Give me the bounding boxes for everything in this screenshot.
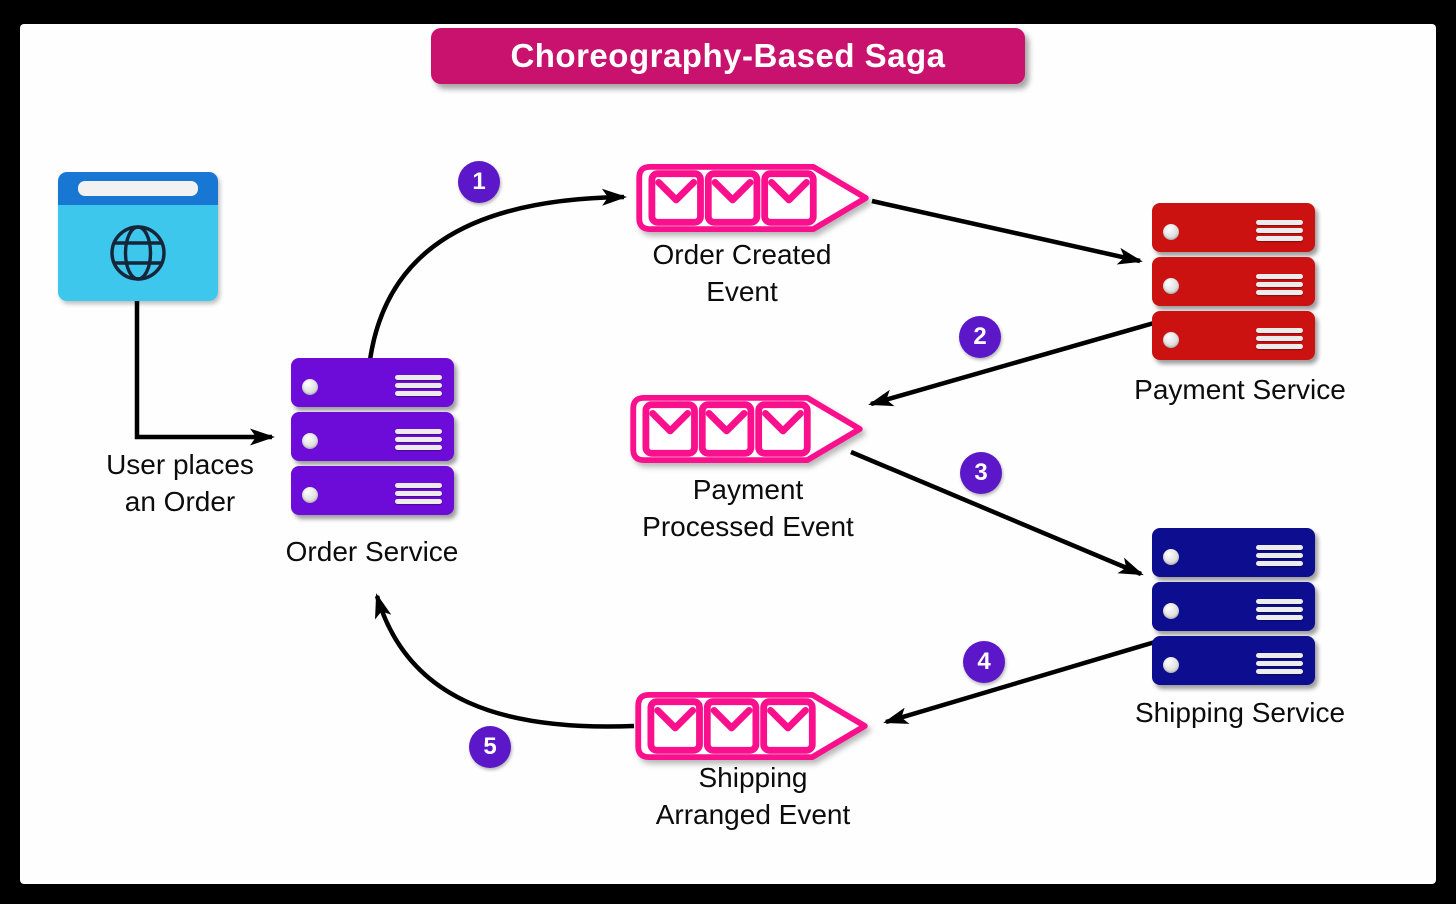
- server-led: [1163, 603, 1179, 619]
- payment-service-icon: [1152, 203, 1315, 365]
- payment-processed-event-icon: [630, 394, 863, 464]
- order-service-label: Order Service: [285, 536, 459, 567]
- server-slab: [1152, 582, 1315, 631]
- browser-address-bar: [78, 181, 198, 196]
- payment-processed-event-label: Payment Processed Event: [642, 474, 854, 542]
- server-slab: [1152, 636, 1315, 685]
- step-badge-5: 5: [469, 726, 511, 768]
- shipping-arranged-event-icon: [635, 691, 868, 761]
- user-browser-icon: [58, 172, 218, 301]
- server-led: [1163, 278, 1179, 294]
- envelope-flaps: [654, 707, 809, 732]
- server-slab: [291, 412, 454, 461]
- browser-body: [58, 205, 218, 301]
- server-led: [1163, 224, 1179, 240]
- step-badge-1: 1: [458, 161, 500, 203]
- server-vents: [395, 483, 442, 504]
- order-created-event-icon: [636, 163, 869, 233]
- order-service-icon: [291, 358, 454, 520]
- server-led: [302, 379, 318, 395]
- user-action-label: User places an Order: [106, 449, 254, 517]
- server-vents: [1256, 545, 1303, 566]
- server-slab: [1152, 257, 1315, 306]
- step-badge-3: 3: [960, 452, 1002, 494]
- globe-icon: [110, 225, 166, 281]
- server-led: [1163, 549, 1179, 565]
- server-slab: [1152, 528, 1315, 577]
- server-led: [302, 433, 318, 449]
- server-led: [1163, 332, 1179, 348]
- server-vents: [1256, 653, 1303, 674]
- diagram-title: Choreography-Based Saga: [431, 28, 1025, 84]
- server-slab: [1152, 311, 1315, 360]
- server-led: [302, 487, 318, 503]
- server-vents: [395, 429, 442, 450]
- server-vents: [395, 375, 442, 396]
- browser-header: [58, 172, 218, 205]
- step-badge-4: 4: [963, 641, 1005, 683]
- server-led: [1163, 657, 1179, 673]
- envelope-flaps: [649, 410, 804, 435]
- server-slab: [291, 466, 454, 515]
- server-slab: [291, 358, 454, 407]
- shipping-arranged-event-label: Shipping Arranged Event: [655, 762, 851, 830]
- server-slab: [1152, 203, 1315, 252]
- shipping-service-icon: [1152, 528, 1315, 690]
- server-vents: [1256, 274, 1303, 295]
- payment-service-label: Payment Service: [1134, 374, 1346, 405]
- order-created-event-label: Order Created Event: [652, 239, 832, 307]
- step-badge-2: 2: [959, 316, 1001, 358]
- shipping-service-label: Shipping Service: [1134, 697, 1346, 728]
- server-vents: [1256, 220, 1303, 241]
- server-vents: [1256, 599, 1303, 620]
- envelope-flaps: [655, 179, 810, 204]
- server-vents: [1256, 328, 1303, 349]
